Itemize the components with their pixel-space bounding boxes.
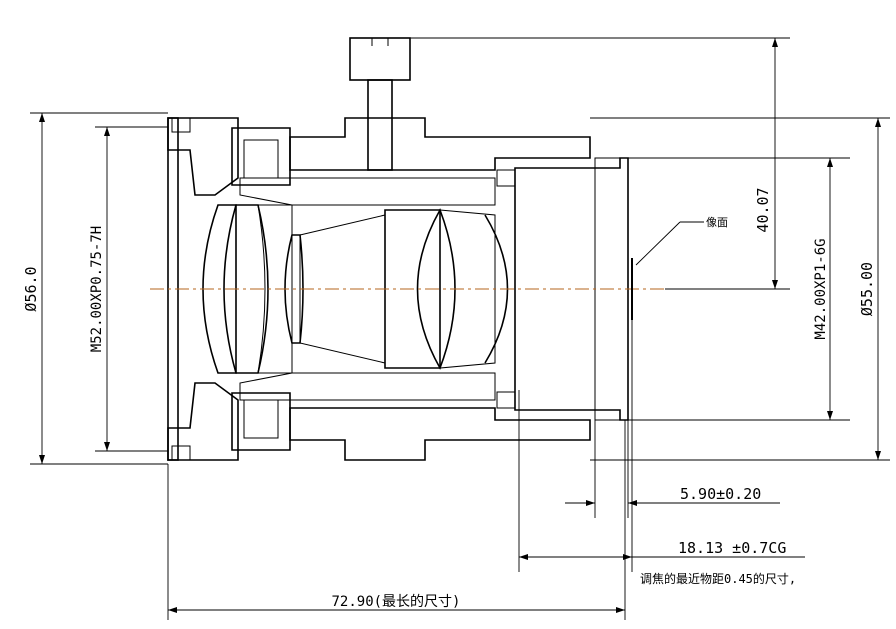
dim-outer-diameter [30,112,168,465]
dim-total-length [167,420,626,620]
label-total-length: 72.90(最长的尺寸) [331,594,460,610]
dim-mount-diameter [590,117,890,461]
front-thread-band-top [171,117,191,133]
dim-flange-offset [565,420,780,518]
dim-front-thread [95,126,168,452]
label-outer-diameter: Ø56.0 [22,266,40,311]
mount-retainer-top [496,169,516,187]
lens-body [167,37,629,461]
label-image-plane: 像面 [706,216,728,229]
label-focus-note: 调焦的最近物距0.45的尺寸, [640,571,796,586]
locking-screw [349,37,411,171]
label-mount-diameter: Ø55.00 [858,262,876,316]
barrel-top [289,117,591,171]
image-plane-leader [635,221,681,266]
dim-back-focal [518,320,805,572]
dim-mount-thread [628,157,850,421]
focus-ring-bottom [231,392,291,451]
front-lens-group [202,204,293,374]
label-mount-thread: M42.00XP1-6G [813,238,829,339]
label-screw-height: 40.07 [754,187,772,232]
mount-retainer-bottom [496,391,516,409]
label-back-focal: 18.13 ±0.7CG [678,539,786,557]
label-front-thread: M52.00XP0.75-7H [89,226,105,352]
inner-sleeve-top [239,177,496,206]
barrel-bottom [289,407,591,461]
front-thread-band-bottom [171,445,191,461]
dim-screw-height [410,37,790,290]
focus-ring-top [231,127,291,186]
label-flange-offset: 5.90±0.20 [680,485,761,503]
inner-sleeve-bottom [239,372,496,401]
focus-ring-top-inner [243,139,279,179]
focus-ring-bottom-inner [243,399,279,439]
